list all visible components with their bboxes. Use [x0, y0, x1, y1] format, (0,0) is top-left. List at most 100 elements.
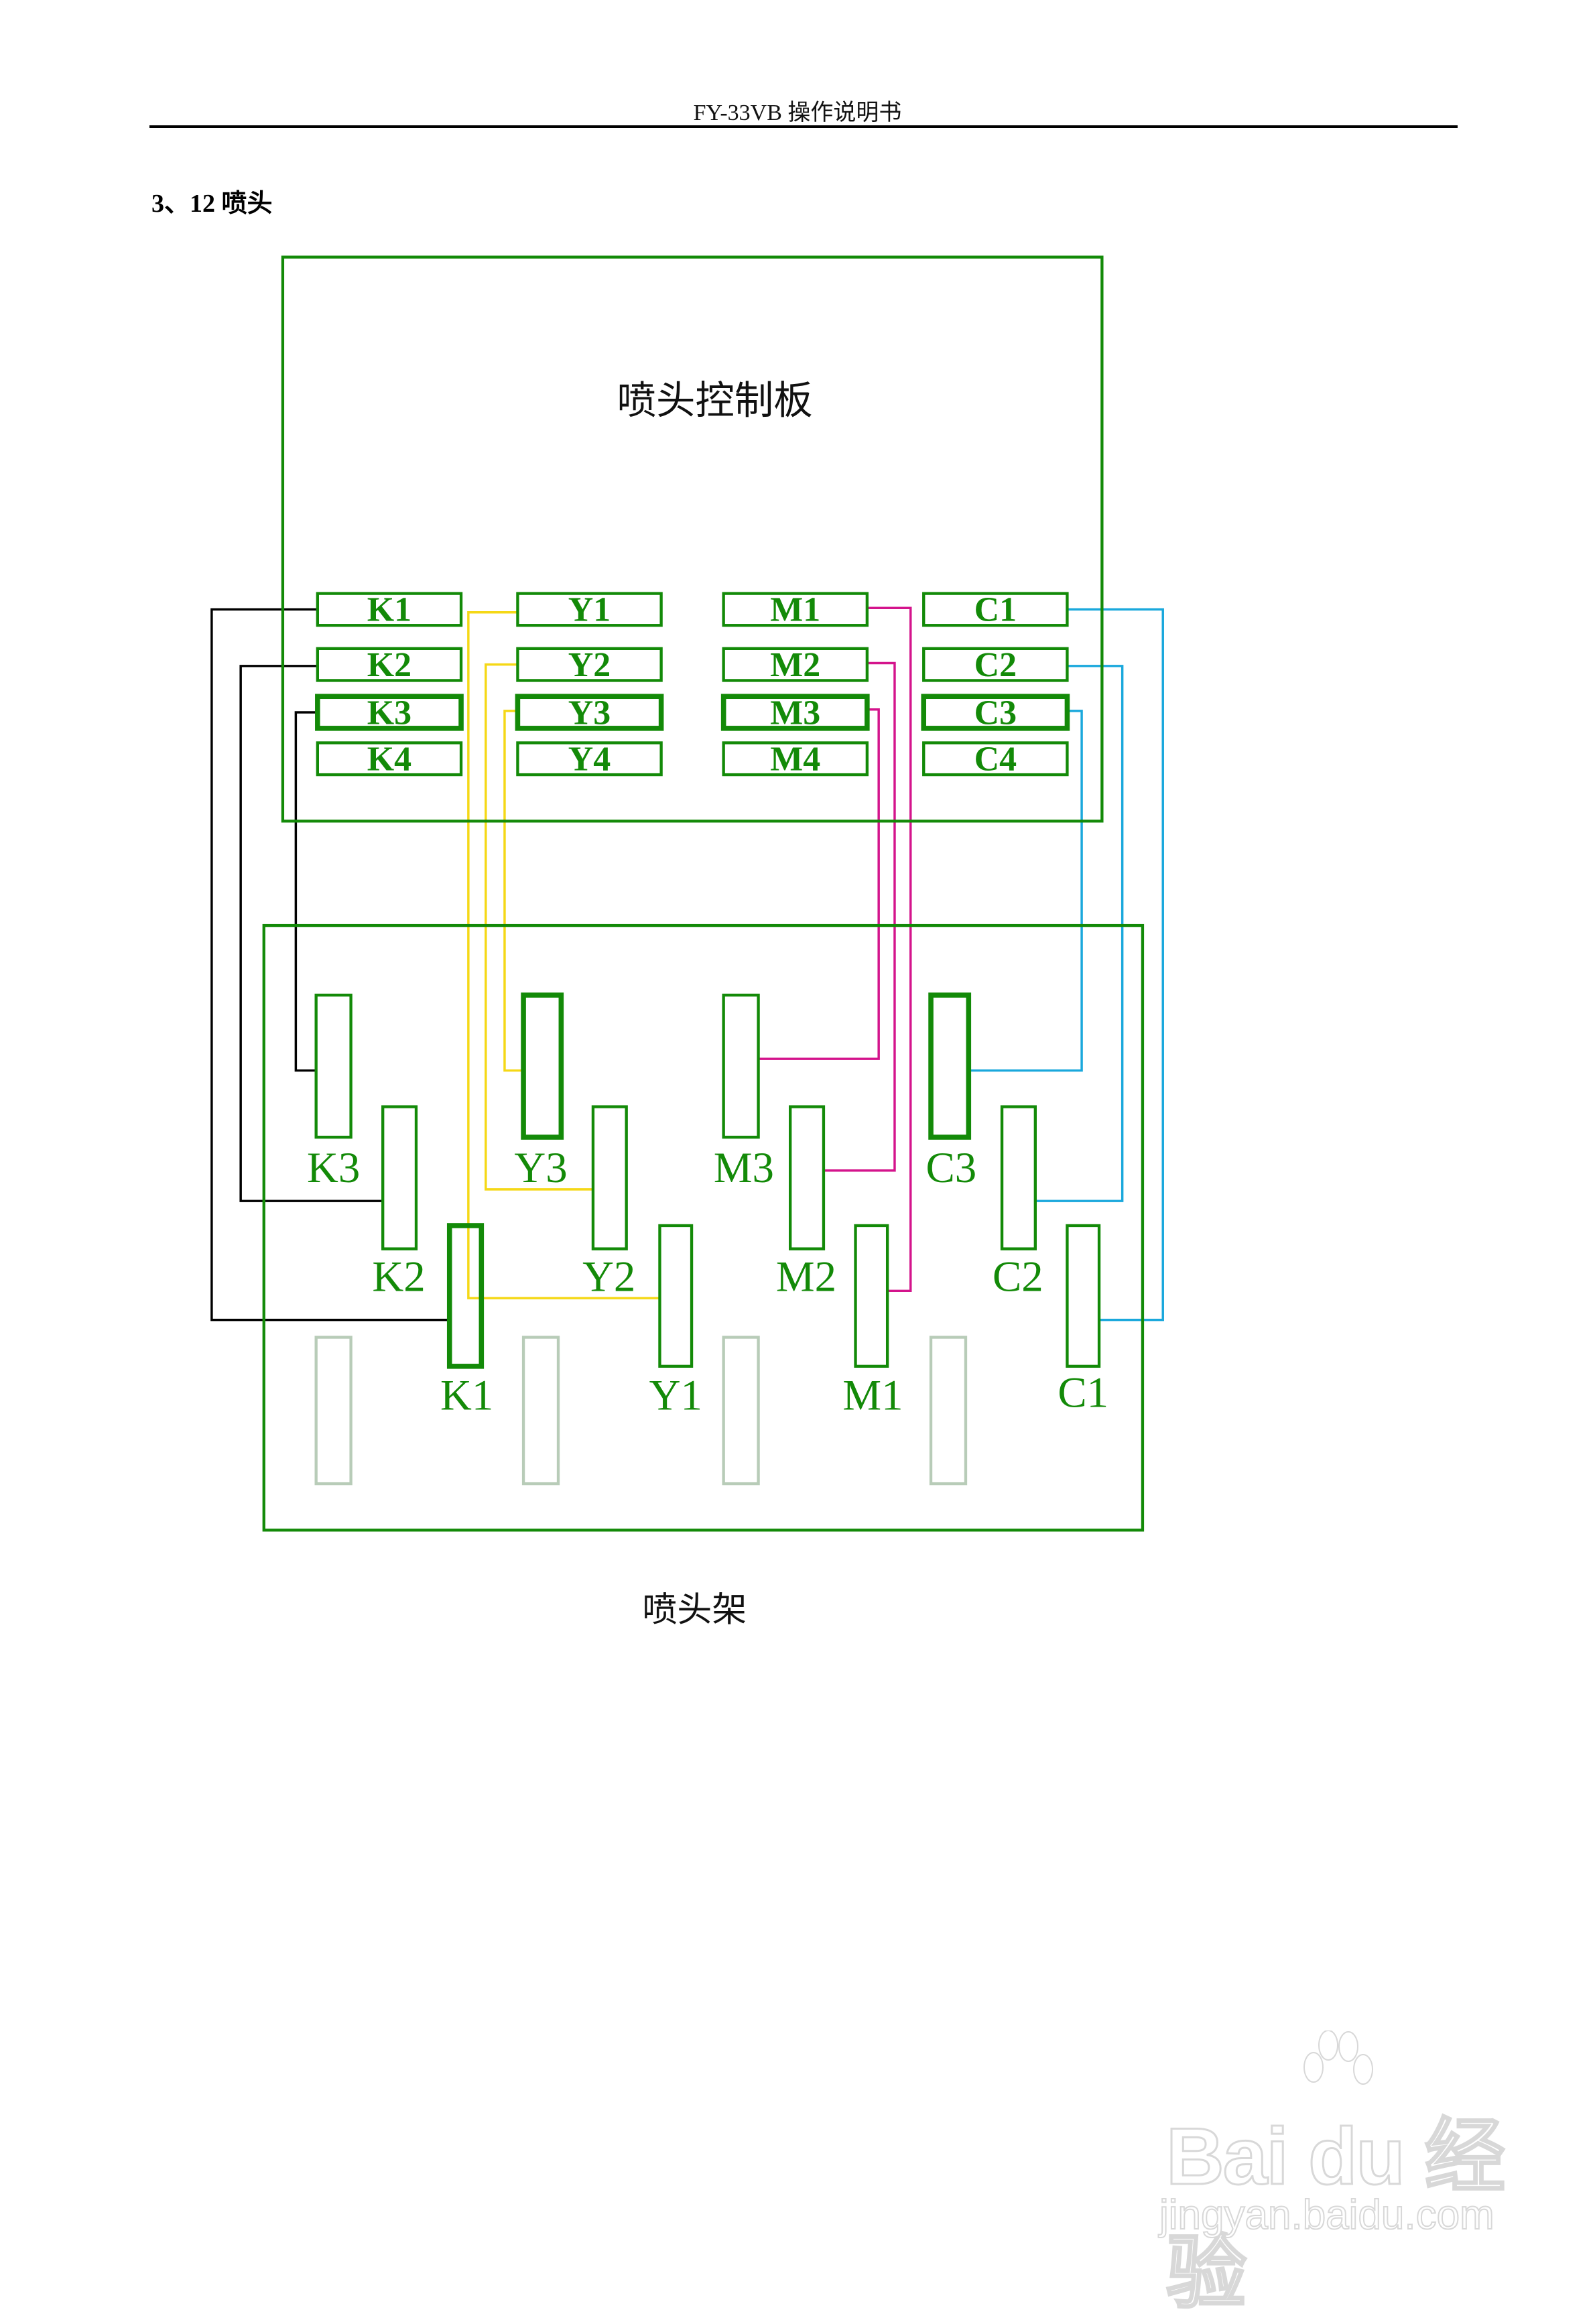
connector-label: C4: [974, 740, 1017, 779]
connector-box: [722, 647, 869, 682]
connector-label: C3: [974, 694, 1017, 732]
connector-box: [516, 647, 663, 682]
wire-m1: [867, 606, 912, 1293]
wire-k2: [239, 665, 383, 1202]
connector-box: [515, 694, 664, 731]
connector-label: M2: [770, 646, 820, 684]
print-head-y2: Y2: [582, 1105, 635, 1301]
connector-m3: M3: [720, 694, 870, 732]
connector-label: K2: [367, 646, 411, 684]
print-head-k2: K2: [372, 1105, 426, 1301]
empty-head-slot: [521, 1336, 560, 1486]
section-title: 3、12 喷头: [151, 190, 273, 218]
carriage-title: 喷头架: [643, 1592, 747, 1630]
connector-label: C1: [974, 591, 1017, 629]
header-title: FY-33VB 操作说明书: [693, 101, 902, 125]
connector-m2: M2: [722, 646, 869, 684]
wire-c3: [968, 710, 1083, 1072]
print-head-label: C3: [926, 1144, 976, 1192]
wire-k3: [294, 711, 318, 1072]
print-head-label: C1: [1058, 1368, 1108, 1417]
watermark-url: jingyan.baidu.com: [1159, 2191, 1495, 2239]
baidu-watermark: Bai du 经验 jingyan.baidu.com: [1139, 2024, 1515, 2319]
print-head-label: K3: [307, 1144, 360, 1192]
print-head-label: K2: [372, 1252, 425, 1301]
wire-y1: [467, 611, 660, 1299]
connector-k2: K2: [316, 646, 463, 684]
empty-head-slot: [929, 1336, 968, 1486]
wire-k1: [210, 608, 450, 1321]
control-board-box: [281, 255, 1104, 823]
connector-m4: M4: [722, 740, 869, 779]
print-head-k3: K3: [307, 993, 360, 1192]
header-rule: [149, 125, 1458, 128]
connector-box: [516, 592, 663, 627]
print-head-label: C2: [993, 1252, 1043, 1301]
connector-c4: C4: [922, 740, 1069, 779]
paw-icon: [1303, 2030, 1373, 2085]
print-head-slot: [314, 993, 353, 1139]
print-head-c2: C2: [993, 1105, 1043, 1301]
print-head-slot: [854, 1224, 889, 1368]
connector-label: K1: [367, 591, 411, 629]
wire-y3: [503, 710, 524, 1072]
connector-box: [516, 741, 663, 777]
print-head-label: M3: [714, 1144, 774, 1192]
print-head-m2: M2: [776, 1105, 836, 1301]
connector-label: K4: [367, 740, 411, 779]
connector-c3: C3: [921, 694, 1070, 732]
print-head-k1: K1: [440, 1223, 493, 1420]
connector-box: [921, 694, 1070, 731]
print-head-m1: M1: [842, 1224, 903, 1420]
empty-head-slot: [314, 1336, 353, 1486]
print-head-slot: [1000, 1105, 1037, 1250]
print-head-slot: [658, 1224, 694, 1368]
print-head-label: Y3: [514, 1144, 567, 1192]
connector-box: [722, 592, 869, 627]
connector-label: Y3: [568, 694, 611, 732]
print-head-slot: [446, 1223, 485, 1369]
connector-box: [922, 647, 1069, 682]
print-head-label: Y1: [649, 1372, 702, 1420]
connector-box: [316, 741, 463, 777]
print-head-y3: Y3: [514, 992, 568, 1192]
print-head-m3: M3: [714, 993, 774, 1192]
wires: [210, 606, 1164, 1321]
empty-head-slot: [722, 1336, 760, 1486]
connector-y3: Y3: [515, 694, 664, 732]
print-head-label: M2: [776, 1252, 836, 1301]
connector-label: M3: [770, 694, 820, 732]
print-head-slot: [591, 1105, 628, 1250]
connector-y2: Y2: [516, 646, 663, 684]
print-head-slot: [521, 992, 564, 1140]
print-head-label: Y2: [582, 1252, 635, 1301]
connector-c1: C1: [922, 591, 1069, 629]
wire-c1: [1067, 608, 1164, 1321]
connector-k3: K3: [315, 694, 464, 732]
connector-box: [922, 592, 1069, 627]
print-head-c3: C3: [926, 992, 976, 1192]
connector-y1: Y1: [516, 591, 663, 629]
connector-k1: K1: [316, 591, 463, 629]
connector-k4: K4: [316, 740, 463, 779]
connector-y4: Y4: [516, 740, 663, 779]
print-head-c1: C1: [1058, 1224, 1108, 1417]
print-head-label: M1: [842, 1372, 903, 1420]
connector-box: [922, 741, 1069, 777]
board-title: 喷头控制板: [617, 379, 813, 422]
connector-label: Y4: [568, 740, 611, 779]
connector-box: [316, 592, 463, 627]
connector-label: K3: [367, 694, 411, 732]
carriage-box: [262, 923, 1145, 1532]
wire-c2: [1035, 665, 1124, 1202]
connector-c2: C2: [922, 646, 1069, 684]
connector-label: M4: [770, 740, 820, 779]
print-head-slot: [381, 1105, 418, 1250]
connector-label: Y2: [568, 646, 611, 684]
print-head-slot: [928, 992, 972, 1140]
connector-box: [720, 694, 870, 731]
print-head-y1: Y1: [649, 1224, 702, 1420]
wire-m2: [823, 661, 896, 1172]
